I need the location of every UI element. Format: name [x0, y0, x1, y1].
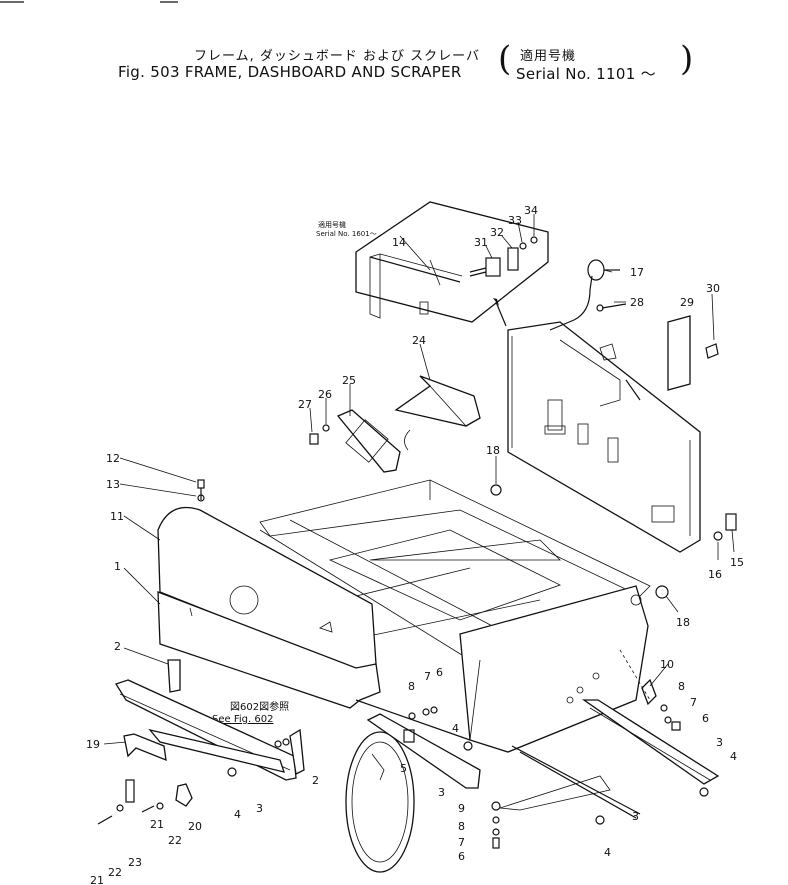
- part-label-3: 3: [632, 810, 639, 823]
- figure-title: Fig. 503 FRAME, DASHBOARD AND SCRAPER: [118, 63, 462, 81]
- scraper-center: [366, 713, 481, 789]
- part-label-21: 21: [90, 874, 104, 885]
- part-label-10: 10: [660, 658, 674, 671]
- part-label-1: 1: [114, 560, 121, 573]
- reference-japanese: 図602図参照: [230, 702, 290, 713]
- leader-lines: [103, 214, 735, 745]
- part-label-2: 2: [312, 774, 319, 787]
- part-label-21: 21: [150, 818, 164, 831]
- part-label-22: 22: [168, 834, 182, 847]
- part-label-34: 34: [524, 204, 538, 217]
- part-label-6: 6: [458, 850, 465, 863]
- part-label-3: 3: [716, 736, 723, 749]
- small-parts: [97, 479, 737, 849]
- part-label-8: 8: [458, 820, 465, 833]
- part-label-22: 22: [108, 866, 122, 879]
- part-label-7: 7: [424, 670, 431, 683]
- part-label-17: 17: [630, 266, 644, 279]
- open-paren: (: [498, 39, 512, 79]
- serial-range: Serial No. 1101 ～: [516, 65, 656, 83]
- part-label-6: 6: [436, 666, 443, 679]
- part-label-4: 4: [234, 808, 241, 821]
- part-label-8: 8: [408, 680, 415, 693]
- part-number-labels: 1 2 2 3 3 3 3 4 4 4 4 5 6 6 6 7 7 7 8 8 …: [86, 204, 744, 885]
- part-label-27: 27: [298, 398, 312, 411]
- part-label-8: 8: [678, 680, 685, 693]
- part-label-19: 19: [86, 738, 100, 751]
- part-label-3: 3: [438, 786, 445, 799]
- part-label-18: 18: [676, 616, 690, 629]
- inset-serial-japanese: 適用号機: [318, 221, 346, 229]
- part-label-31: 31: [474, 236, 488, 249]
- reference-english: See Fig. 602: [212, 714, 274, 725]
- rear-panel: [507, 259, 719, 553]
- part-label-32: 32: [490, 226, 504, 239]
- part-label-29: 29: [680, 296, 694, 309]
- part-label-12: 12: [106, 452, 120, 465]
- part-label-24: 24: [412, 334, 426, 347]
- part-label-2: 2: [114, 640, 121, 653]
- scraper-left: [115, 679, 297, 781]
- part-label-4: 4: [452, 722, 459, 735]
- part-label-28: 28: [630, 296, 644, 309]
- part-label-4: 4: [730, 750, 737, 763]
- part-label-18: 18: [486, 444, 500, 457]
- serial-label-japanese: 適用号機: [520, 49, 577, 64]
- part-label-5: 5: [400, 762, 407, 775]
- inset-serial-range: Serial No. 1601～: [316, 230, 377, 238]
- bracket-assembly: [309, 375, 481, 473]
- close-paren: ): [680, 39, 694, 79]
- scraper-bottom: [491, 745, 641, 819]
- part-label-23: 23: [128, 856, 142, 869]
- part-label-7: 7: [690, 696, 697, 709]
- part-label-30: 30: [706, 282, 720, 295]
- part-label-20: 20: [188, 820, 202, 833]
- part-label-25: 25: [342, 374, 356, 387]
- title-japanese: フレーム, ダッシュボード および スクレーバ: [194, 49, 481, 64]
- part-label-3: 3: [256, 802, 263, 815]
- part-label-9: 9: [458, 802, 465, 815]
- part-label-4: 4: [604, 846, 611, 859]
- part-label-33: 33: [508, 214, 522, 227]
- part-label-15: 15: [730, 556, 744, 569]
- inset-panel: [355, 201, 549, 327]
- part-label-16: 16: [708, 568, 722, 581]
- part-label-7: 7: [458, 836, 465, 849]
- roller-drum: [345, 699, 471, 873]
- part-label-11: 11: [110, 510, 124, 523]
- dashboard: [157, 506, 381, 709]
- scraper-right: [581, 699, 720, 785]
- part-label-6: 6: [702, 712, 709, 725]
- part-label-26: 26: [318, 388, 332, 401]
- part-label-14: 14: [392, 236, 406, 249]
- part-label-13: 13: [106, 478, 120, 491]
